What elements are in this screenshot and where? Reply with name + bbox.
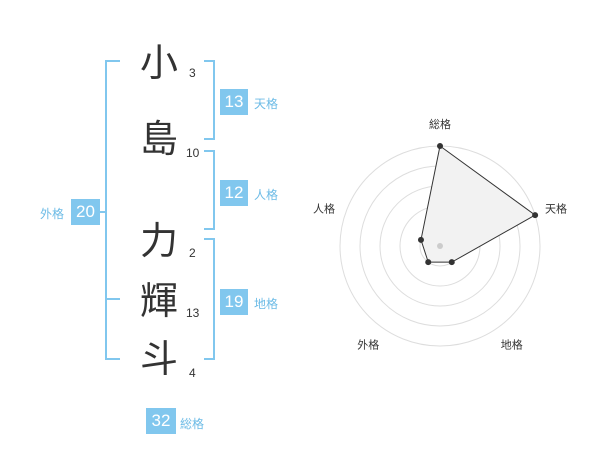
radar-axis-label-2: 地格: [501, 338, 523, 352]
stroke-count-2: 10: [186, 146, 200, 160]
jinkaku-bracket-top: [204, 150, 215, 152]
radar-point-3: [425, 259, 432, 266]
gaikaku-label: 外格: [40, 207, 65, 221]
stroke-count-1: 3: [189, 66, 196, 80]
jinkaku-bracket-vertical: [213, 150, 215, 230]
jinkaku-value-badge: 12: [220, 180, 248, 206]
tenkaku-bracket-top: [204, 60, 215, 62]
name-char-5: 斗: [140, 337, 179, 381]
name-char-4: 輝: [140, 279, 179, 323]
radar-point-1: [532, 212, 539, 219]
tenkaku-label: 天格: [254, 97, 279, 111]
stroke-count-5: 4: [189, 366, 196, 380]
gaikaku-bracket-vertical: [105, 60, 107, 360]
tenkaku-bracket-vertical: [213, 60, 215, 140]
tenkaku-bracket-bottom: [204, 138, 215, 140]
radar-points: [417, 143, 539, 266]
radar-center-dot: [437, 243, 443, 249]
name-char-2: 島: [140, 117, 179, 161]
name-char-3: 力: [140, 219, 179, 263]
radar-axis-label-1: 天格: [545, 201, 567, 215]
radar-data-area: [420, 145, 537, 263]
radar-axis-label-3: 外格: [357, 338, 379, 352]
soukaku-label: 総格: [180, 417, 205, 431]
soukaku-value-badge: 32: [146, 408, 176, 434]
radar-point-4: [417, 236, 424, 243]
chikaku-label: 地格: [254, 297, 279, 311]
gaikaku-bracket-stub: [98, 211, 106, 213]
radar-point-0: [437, 143, 443, 149]
jinkaku-bracket-bottom: [204, 228, 215, 230]
chikaku-value-badge: 19: [220, 289, 248, 315]
jinkaku-label: 人格: [254, 188, 279, 202]
chikaku-bracket-bottom: [204, 358, 215, 360]
radar-axis-label-4: 人格: [313, 201, 335, 215]
gaikaku-bracket-bottom: [105, 358, 120, 360]
name-char-1: 小: [140, 41, 179, 85]
chikaku-bracket-vertical: [213, 238, 215, 360]
gaikaku-bracket-top: [105, 60, 120, 62]
chikaku-bracket-top: [204, 238, 215, 240]
radar-axis-label-0: 総格: [429, 117, 451, 131]
radar-point-2: [448, 259, 455, 266]
gaikaku-bracket-mid: [105, 298, 120, 300]
stroke-count-4: 13: [186, 306, 200, 320]
stroke-count-3: 2: [189, 246, 196, 260]
gaikaku-value-badge: 20: [71, 199, 100, 225]
tenkaku-value-badge: 13: [220, 89, 248, 115]
